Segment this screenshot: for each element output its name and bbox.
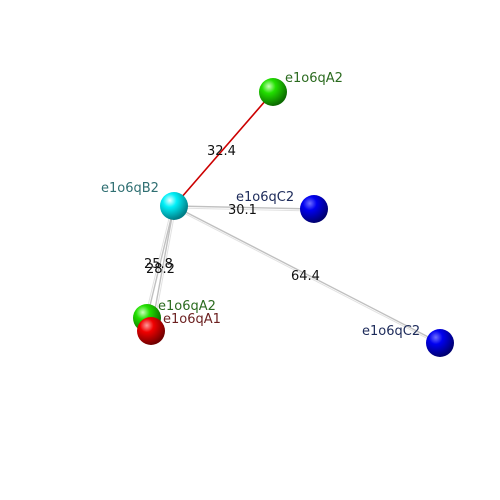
- edge-label-hub-a2-low: 25.8: [144, 257, 173, 272]
- edge-label-hub-a1-low: 28.2: [146, 262, 175, 277]
- node-a1-low-sphere: [137, 317, 165, 345]
- node-c2-right[interactable]: e1o6qC2: [362, 324, 454, 357]
- edges-layer: [144, 91, 441, 346]
- edge-label-hub-c2-right: 64.4: [291, 269, 320, 284]
- node-a1-low[interactable]: e1o6qA1: [137, 312, 221, 345]
- nodes-layer: e1o6qB2 e1o6qA2 e1o6qC2 e1o6qC2 e1o6qA2 …: [101, 71, 454, 357]
- node-hub-sphere: [160, 192, 188, 220]
- node-a2-top-label: e1o6qA2: [285, 71, 343, 86]
- node-c2-mid-label: e1o6qC2: [236, 190, 294, 205]
- edge-hub-c2-mid: [173, 205, 315, 210]
- node-a2-top-sphere: [259, 78, 287, 106]
- node-a1-low-label: e1o6qA1: [163, 312, 221, 327]
- node-c2-mid-sphere: [300, 195, 328, 223]
- edge-hub-c2-right-shadow: [173, 207, 441, 346]
- node-a2-top[interactable]: e1o6qA2: [259, 71, 343, 106]
- node-c2-right-label: e1o6qC2: [362, 324, 420, 339]
- node-hub-label: e1o6qB2: [101, 181, 159, 196]
- node-a2-low-label: e1o6qA2: [158, 299, 216, 314]
- node-hub[interactable]: e1o6qB2: [101, 181, 188, 220]
- node-c2-mid[interactable]: e1o6qC2: [236, 190, 328, 223]
- node-c2-right-sphere: [426, 329, 454, 357]
- edge-hub-a2-low-shadow: [144, 205, 173, 319]
- edge-hub-c2-mid-shadow: [173, 207, 315, 212]
- edge-hub-a2-low: [146, 205, 175, 319]
- edge-hub-a2-top: [173, 91, 274, 207]
- edge-label-hub-c2-mid: 30.1: [228, 203, 257, 218]
- edge-labels-layer: 32.4 30.1 64.4 25.8 28.2: [144, 144, 320, 284]
- edge-label-hub-a2-top: 32.4: [207, 144, 236, 159]
- edge-hub-c2-right: [173, 205, 441, 344]
